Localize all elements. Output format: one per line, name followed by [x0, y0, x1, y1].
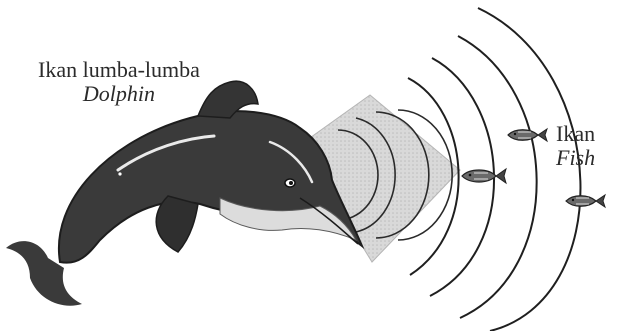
- dolphin-label: Ikan lumba-lumba Dolphin: [38, 58, 200, 106]
- fish-label: Ikan Fish: [556, 122, 595, 170]
- dolphin-label-en: Dolphin: [38, 82, 200, 106]
- fish-icon: [508, 129, 547, 141]
- fish-label-ms: Ikan: [556, 121, 595, 146]
- dolphin-label-ms: Ikan lumba-lumba: [38, 57, 200, 82]
- fish-icon: [462, 169, 506, 183]
- fish-label-en: Fish: [556, 146, 595, 170]
- fish-icon: [566, 195, 605, 207]
- dolphin-icon: [6, 81, 362, 305]
